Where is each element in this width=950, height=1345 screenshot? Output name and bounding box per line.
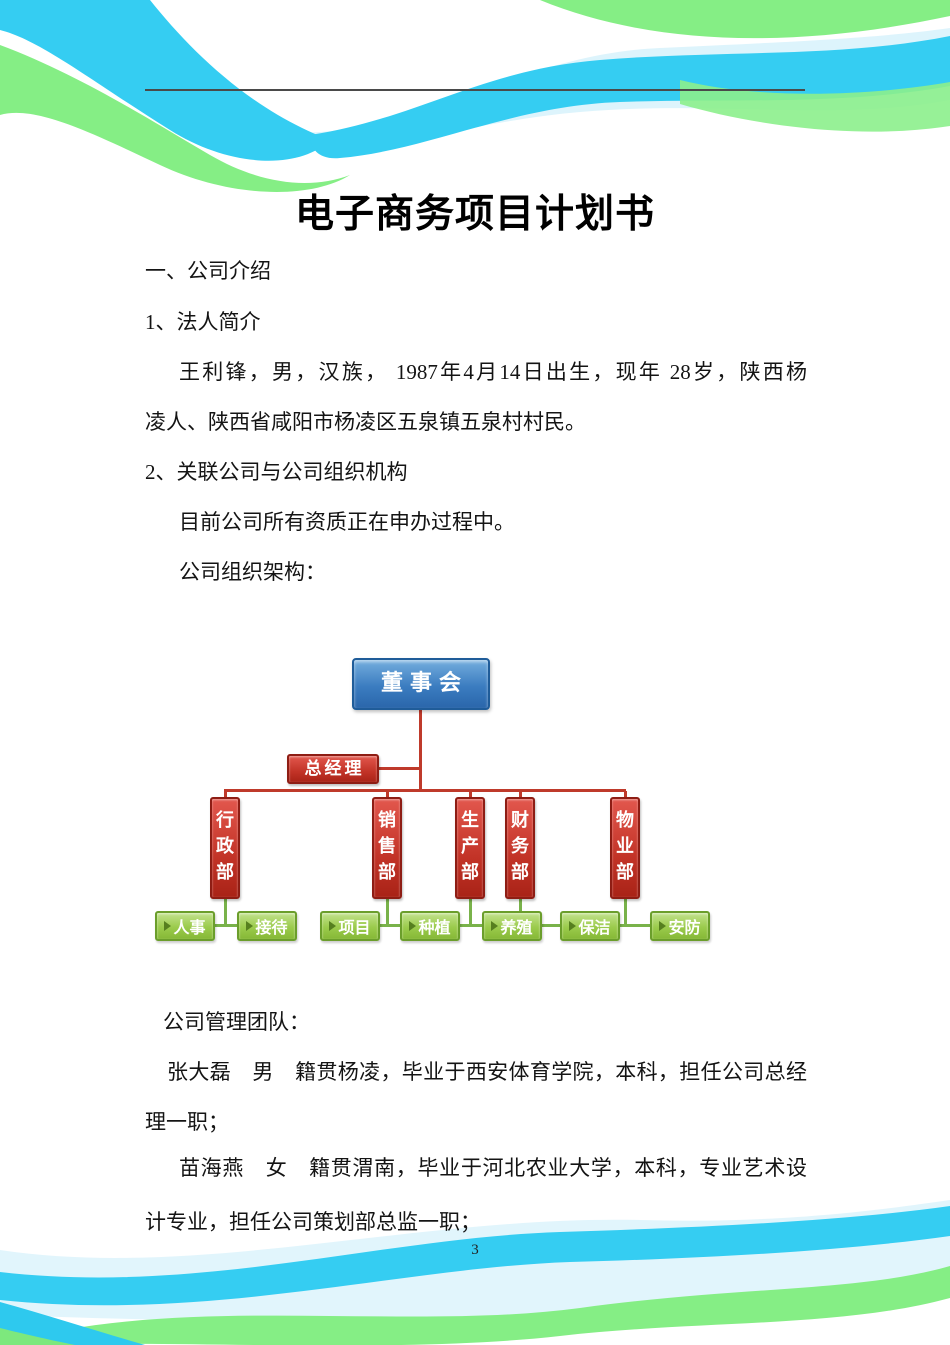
connector-line [620, 924, 650, 927]
connector-line [379, 767, 420, 770]
connector-line [224, 789, 626, 792]
text-line: 一、公司介绍 [145, 259, 271, 283]
section-label: 人事 [173, 920, 206, 937]
text-line: 计专业，担任公司策划部总监一职； [145, 1210, 481, 1234]
text-line: 目前公司所有资质正在申办过程中。 [179, 510, 515, 534]
text-line: 理一职； [145, 1110, 229, 1134]
document-title: 电子商务项目计划书 [294, 193, 655, 236]
section-box: 接待 [237, 911, 297, 941]
text-line: 1、法人简介 [145, 310, 261, 334]
top-wave-decoration [0, 0, 950, 192]
section-box: 养殖 [482, 911, 542, 941]
section-box: 种植 [400, 911, 460, 941]
connector-line [624, 899, 627, 926]
arrow-marker-icon [491, 921, 499, 931]
department-box: 生产部 [455, 797, 485, 899]
section-box: 人事 [155, 911, 215, 941]
text-line: 张大磊 男 籍贯杨凌，毕业于西安体育学院，本科，担任公司总经 [167, 1060, 807, 1084]
connector-line [224, 899, 227, 926]
connector-line [419, 710, 422, 792]
section-label: 种植 [418, 920, 451, 937]
section-label: 保洁 [578, 920, 611, 937]
section-box: 保洁 [560, 911, 620, 941]
connector-line [519, 791, 522, 798]
arrow-marker-icon [164, 921, 172, 931]
section-box: 安防 [650, 911, 710, 941]
connector-line [460, 924, 482, 927]
department-box: 财务部 [505, 797, 535, 899]
connector-line [380, 924, 400, 927]
connector-line [519, 899, 522, 913]
connector-line [542, 924, 560, 927]
page-number: 3 [471, 1242, 479, 1258]
connector-line [224, 791, 227, 798]
connector-line [215, 924, 237, 927]
text-line: 王利锋，男，汉族， 1987年4月14日出生，现年 28岁，陕西杨 [179, 360, 807, 384]
section-label: 养殖 [500, 920, 533, 937]
arrow-marker-icon [409, 921, 417, 931]
section-box: 项目 [320, 911, 380, 941]
connector-line [386, 899, 389, 926]
arrow-marker-icon [246, 921, 254, 931]
text-line: 2、关联公司与公司组织机构 [145, 460, 408, 484]
department-box: 销售部 [372, 797, 402, 899]
section-label: 项目 [338, 920, 371, 937]
header-rule [145, 89, 805, 91]
arrow-marker-icon [569, 921, 577, 931]
connector-line [386, 791, 389, 798]
text-line: 公司管理团队： [163, 1010, 310, 1034]
text-line: 苗海燕 女 籍贯渭南，毕业于河北农业大学，本科，专业艺术设 [179, 1156, 807, 1180]
section-label: 接待 [255, 920, 288, 937]
text-line: 凌人、陕西省咸阳市杨凌区五泉镇五泉村村民。 [145, 410, 586, 434]
bottom-wave-decoration [0, 1200, 950, 1345]
arrow-marker-icon [329, 921, 337, 931]
department-box: 行政部 [210, 797, 240, 899]
text-line: 公司组织架构： [179, 560, 326, 584]
section-label: 安防 [668, 920, 701, 937]
general-manager-box: 总经理 [287, 754, 379, 784]
department-box: 物业部 [610, 797, 640, 899]
board-box: 董事会 [352, 658, 490, 710]
arrow-marker-icon [659, 921, 667, 931]
connector-line [469, 899, 472, 926]
connector-line [624, 791, 627, 798]
connector-line [469, 791, 472, 798]
